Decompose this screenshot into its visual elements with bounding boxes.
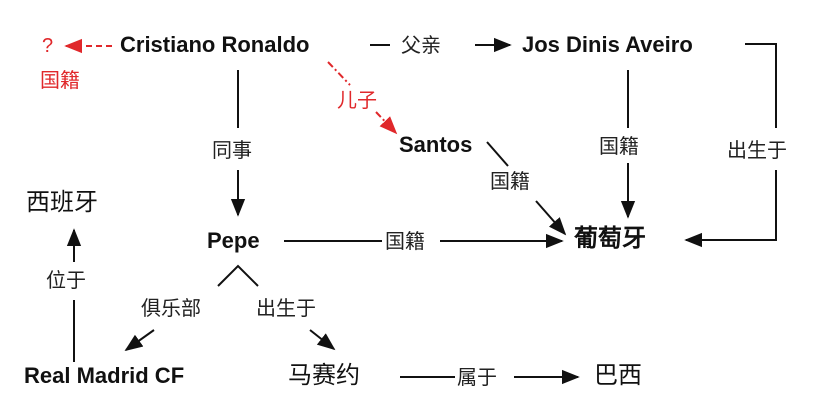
node-santos: Santos	[399, 132, 473, 157]
node-real-madrid-cf: Real Madrid CF	[24, 363, 185, 388]
label-pepe-birthplace: 出生于	[256, 296, 316, 320]
label-cr-son: 儿子	[337, 88, 377, 112]
node-maceio: 马赛约	[288, 361, 360, 389]
node-spain: 西班牙	[26, 188, 98, 216]
edge-cr-son-b	[375, 111, 398, 135]
edge-father-birth-b	[684, 170, 777, 248]
label-pepe-nationality: 国籍	[385, 229, 425, 253]
edge-father-birth-a	[745, 43, 777, 128]
node-jos-dinis-aveiro: Jos Dinis Aveiro	[522, 32, 693, 57]
node-cristiano-ronaldo: Cristiano Ronaldo	[120, 32, 310, 57]
edge-santos-nat-a	[486, 141, 509, 167]
label-pepe-club: 俱乐部	[141, 296, 201, 320]
label-maceio-belongs-to: 属于	[457, 365, 497, 389]
edge-cr-son	[327, 61, 351, 86]
edge-pepe-split	[217, 264, 259, 287]
label-cr-colleague: 同事	[212, 138, 252, 162]
label-father-birthplace: 出生于	[727, 138, 787, 162]
label-cr-nationality-unknown: 国籍	[40, 68, 80, 92]
edge-pepe-club	[124, 329, 155, 352]
label-real-located-in: 位于	[46, 268, 86, 292]
node-pepe: Pepe	[207, 228, 260, 253]
node-unknown: ?	[42, 35, 54, 57]
label-santos-nationality: 国籍	[490, 169, 530, 193]
label-father-nationality: 国籍	[599, 134, 639, 158]
label-cr-father: 父亲	[401, 33, 441, 57]
node-brazil: 巴西	[594, 361, 642, 389]
edge-santos-nat-b	[535, 200, 567, 236]
edge-pepe-birth	[309, 329, 336, 351]
node-portugal: 葡萄牙	[574, 224, 646, 252]
